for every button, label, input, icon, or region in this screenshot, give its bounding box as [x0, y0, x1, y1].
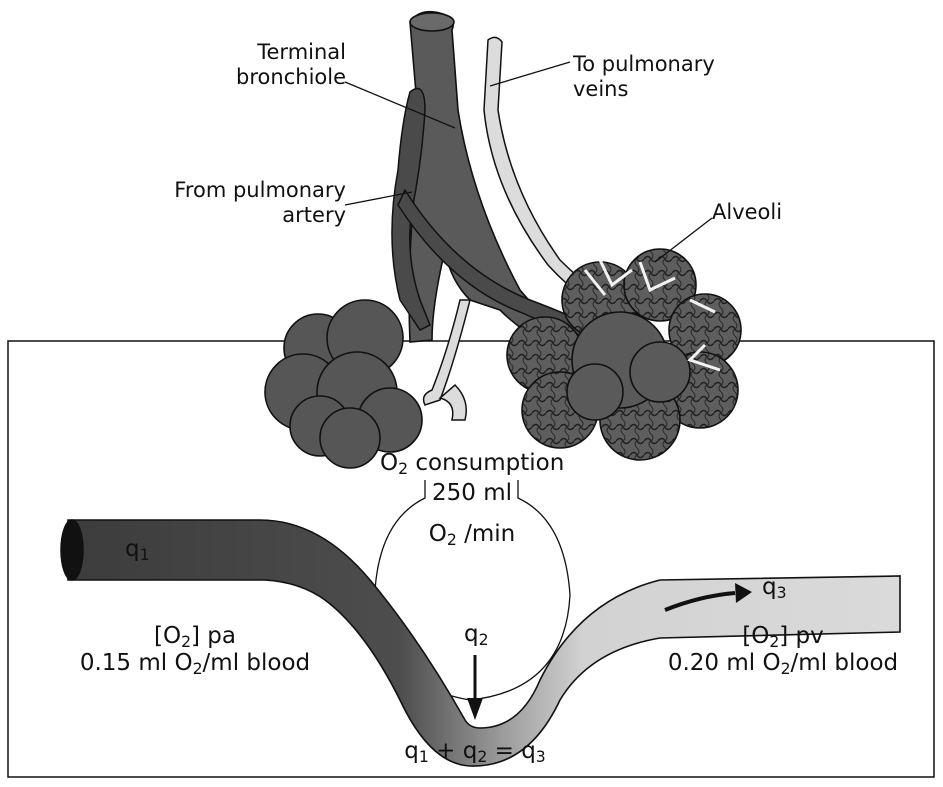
- alveoli-label: Alveoli: [712, 200, 782, 225]
- bronchiole-opening: [410, 13, 454, 31]
- consumption-rate: O2 /min: [380, 521, 564, 548]
- arterial-l1sub: 2: [181, 632, 191, 651]
- arterial-l2sub: 2: [193, 659, 203, 678]
- eq-q1: q: [404, 738, 419, 764]
- to-pulmonary-veins-label: To pulmonary veins: [573, 52, 715, 102]
- arterial-l1a: [O: [154, 623, 181, 649]
- terminal-bronchiole-line1: Terminal: [226, 40, 346, 65]
- arterial-o2-label: [O2] pa 0.15 ml O2/ml blood: [40, 623, 350, 677]
- q2-arrow-head: [467, 698, 483, 720]
- consumption-text: consumption: [408, 450, 564, 476]
- q1-sub: 1: [140, 545, 150, 564]
- eq-equals: =: [487, 738, 521, 764]
- q2-base: q: [464, 621, 479, 647]
- consumption-o: O: [380, 450, 398, 476]
- arterial-l1b: ] pa: [191, 623, 236, 649]
- rate-o: O: [429, 521, 447, 547]
- venous-o2-label: [O2] pv 0.20 ml O2/ml blood: [628, 623, 938, 677]
- venous-l1sub: 2: [769, 632, 779, 651]
- q1-base: q: [125, 536, 140, 562]
- venous-line1: [O2] pv: [628, 623, 938, 650]
- from-pulmonary-artery-line1: From pulmonary: [150, 178, 346, 203]
- rate-sub: 2: [447, 530, 457, 549]
- arterial-line2: 0.15 ml O2/ml blood: [40, 650, 350, 677]
- q3-sub: 3: [777, 583, 787, 602]
- q2-label: q2: [464, 621, 489, 648]
- arterial-l2b: /ml blood: [203, 650, 311, 676]
- eq-s3: 3: [536, 747, 546, 766]
- rate-text: /min: [457, 521, 515, 547]
- eq-s2: 2: [477, 747, 487, 766]
- consumption-amount: 250 ml: [380, 480, 564, 507]
- alveolar-cluster-right: [507, 249, 741, 460]
- venous-l1b: ] pv: [779, 623, 824, 649]
- eq-q3: q: [521, 738, 536, 764]
- to-pulmonary-veins-line2: veins: [573, 77, 715, 102]
- terminal-bronchiole-label: Terminal bronchiole: [226, 40, 346, 90]
- eq-q2: q: [463, 738, 478, 764]
- venous-l2a: 0.20 ml O: [668, 650, 781, 676]
- q3-base: q: [762, 574, 777, 600]
- to-pulmonary-veins-line1: To pulmonary: [573, 52, 715, 77]
- arterial-line1: [O2] pa: [40, 623, 350, 650]
- alveolar-cluster-left: [265, 300, 422, 468]
- q1-label: q1: [125, 536, 150, 563]
- venous-line2: 0.20 ml O2/ml blood: [628, 650, 938, 677]
- venous-l2b: /ml blood: [791, 650, 899, 676]
- venous-l1a: [O: [742, 623, 769, 649]
- consumption-sub: 2: [398, 459, 408, 478]
- vessel-opening: [61, 520, 83, 580]
- from-pulmonary-artery-label: From pulmonary artery: [150, 178, 346, 228]
- o2-consumption-label: O2 consumption: [380, 450, 564, 477]
- venous-l2sub: 2: [781, 659, 791, 678]
- mass-balance-equation: q1 + q2 = q3: [330, 738, 620, 765]
- q2-sub: 2: [479, 630, 489, 649]
- terminal-bronchiole-line2: bronchiole: [226, 65, 346, 90]
- eq-plus: +: [429, 738, 463, 764]
- eq-s1: 1: [419, 747, 429, 766]
- arterial-l2a: 0.15 ml O: [80, 650, 193, 676]
- q3-label: q3: [762, 574, 787, 601]
- from-pulmonary-artery-line2: artery: [150, 203, 346, 228]
